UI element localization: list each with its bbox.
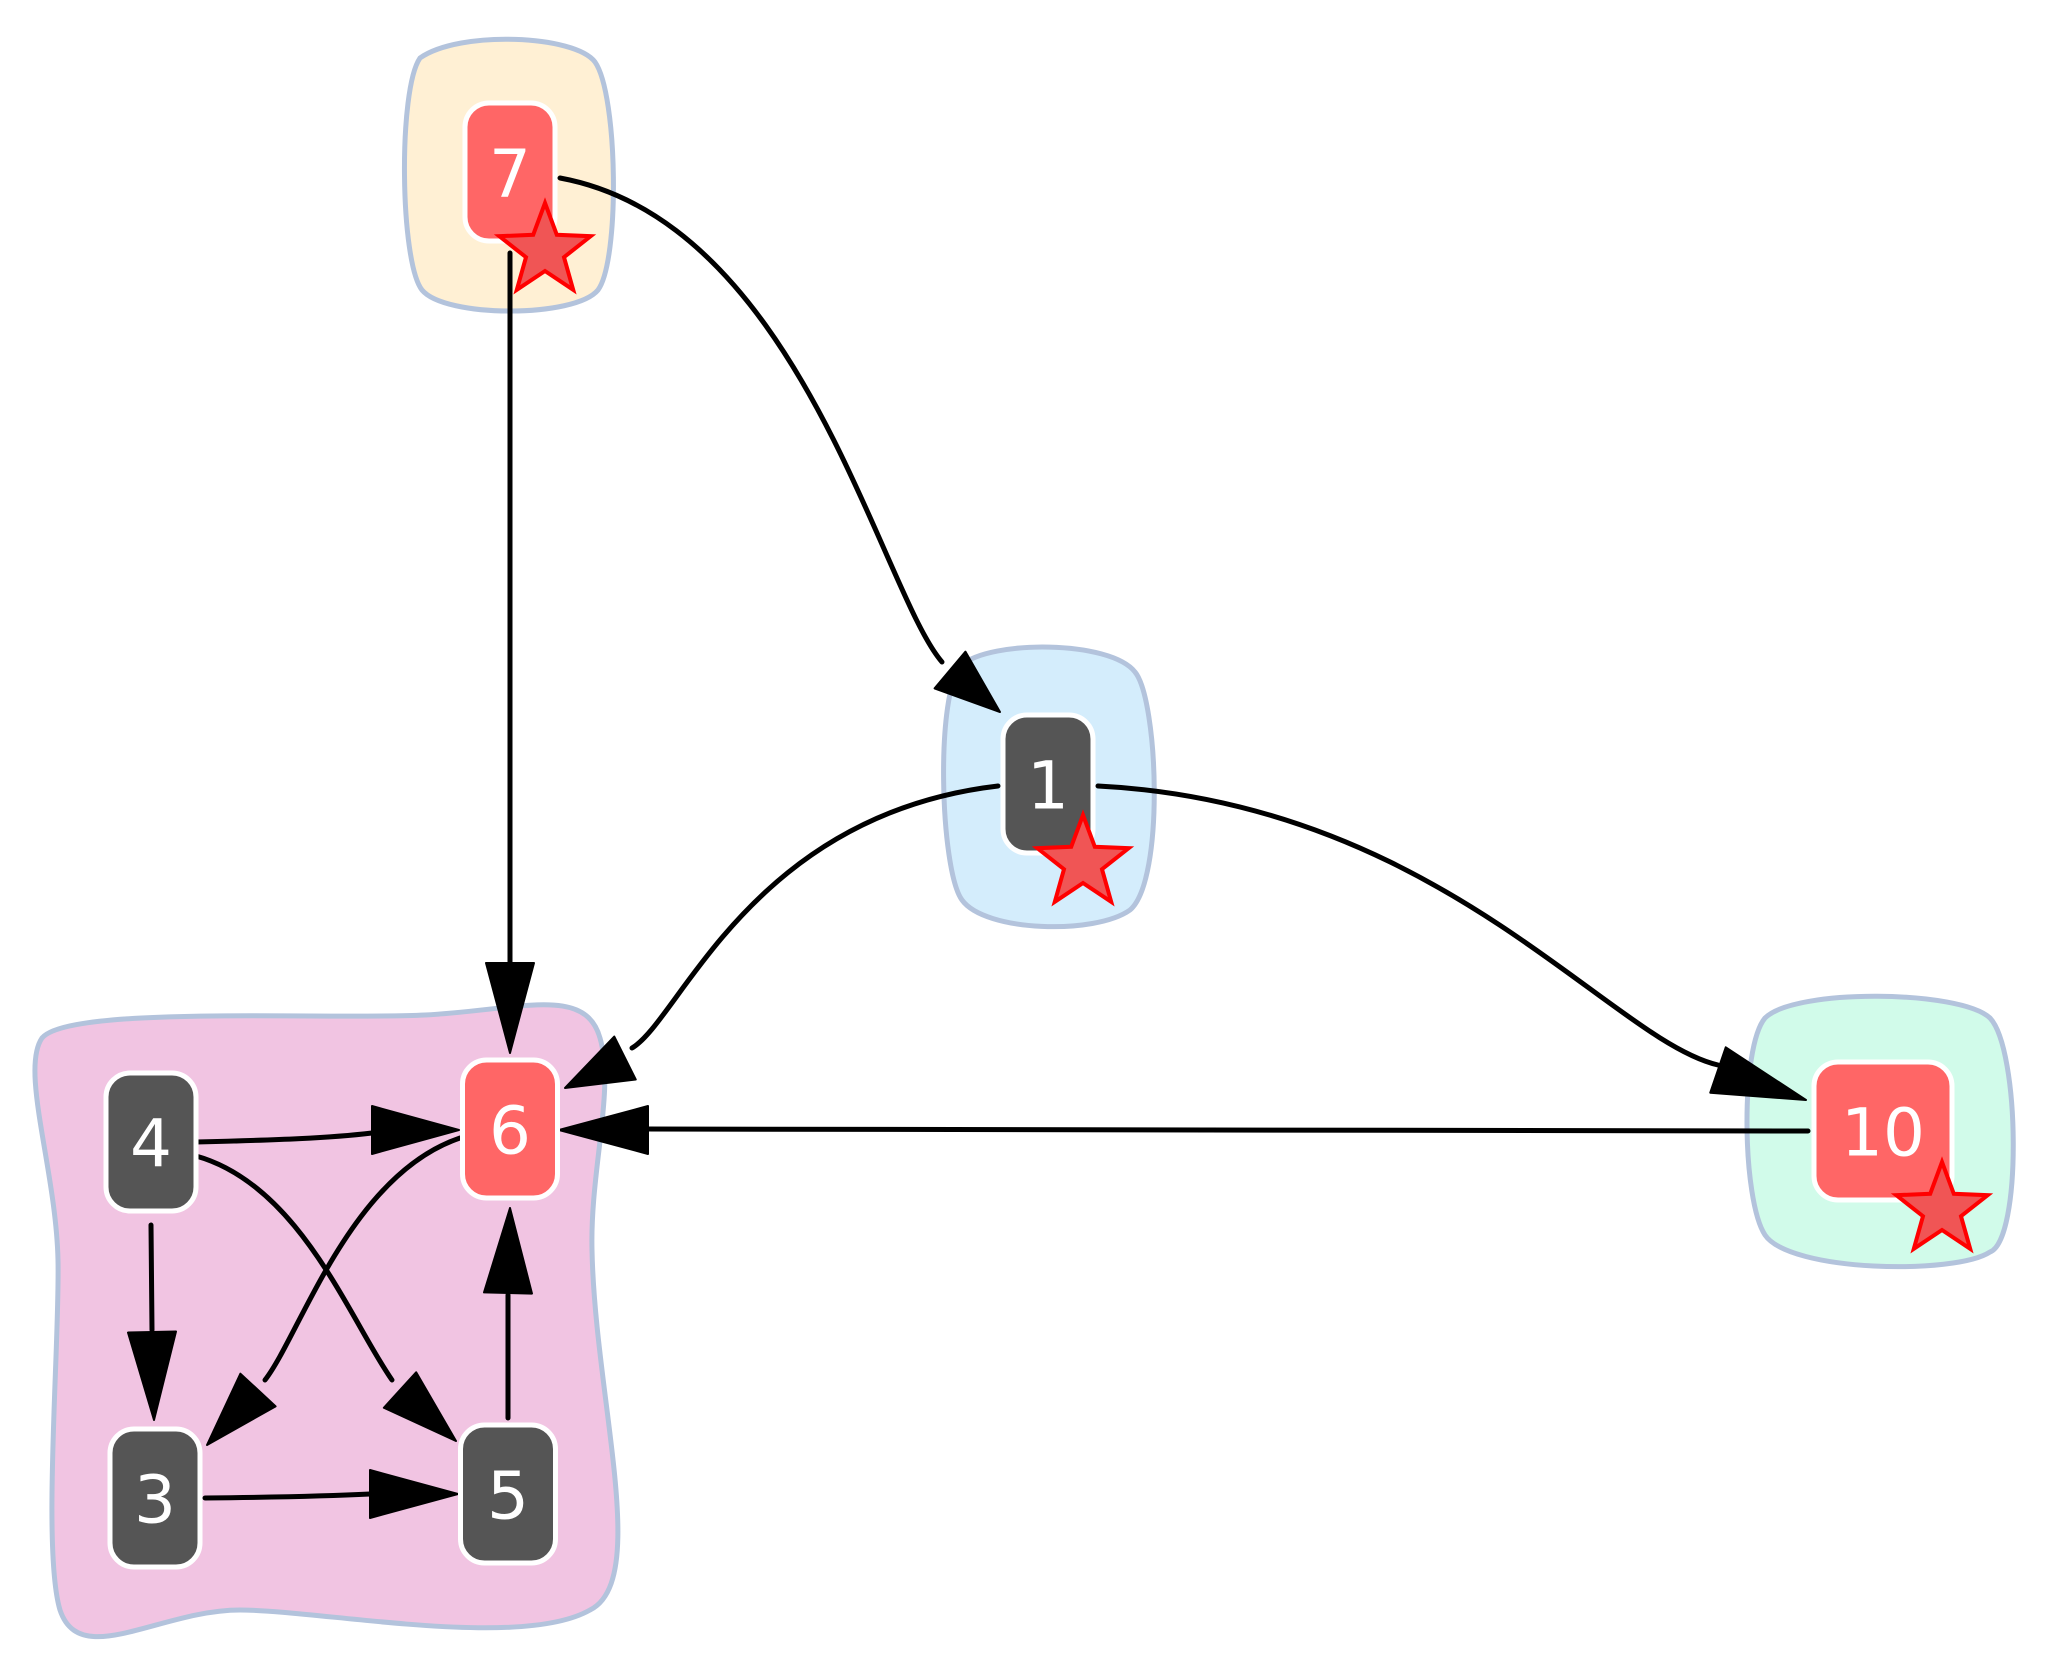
node-label: 4	[130, 1106, 172, 1183]
arrowhead-icon	[127, 1330, 177, 1421]
edge-line	[557, 175, 945, 665]
edge-5-6	[483, 1207, 533, 1421]
node-10[interactable]: 10	[1811, 1059, 1994, 1254]
arrowhead-icon	[206, 1372, 277, 1446]
edge-line	[262, 1135, 463, 1383]
edge-1-6	[564, 783, 1001, 1089]
star-icon	[1031, 809, 1135, 907]
node-4[interactable]: 4	[103, 1070, 199, 1214]
edge-1-10	[1095, 783, 1807, 1101]
edges-layer	[127, 175, 1811, 1519]
arrowhead-icon	[382, 1371, 457, 1442]
arrowhead-icon	[371, 1105, 460, 1155]
node-label: 3	[134, 1462, 176, 1539]
edge-3-5	[202, 1469, 459, 1519]
node-box	[1811, 1059, 1955, 1203]
edge-6-3	[206, 1135, 463, 1446]
node-label: 5	[487, 1458, 529, 1535]
node-1[interactable]: 1	[1000, 712, 1135, 907]
edge-4-3	[127, 1222, 177, 1421]
node-label: 1	[1027, 748, 1069, 825]
star-icon	[1890, 1156, 1994, 1254]
node-box	[458, 1422, 558, 1566]
edge-line	[629, 783, 1001, 1051]
arrowhead-icon	[933, 650, 1001, 713]
edge-4-6	[193, 1105, 460, 1155]
node-label: 10	[1841, 1095, 1925, 1172]
arrowhead-icon	[483, 1207, 533, 1295]
edge-line	[193, 1130, 375, 1145]
edge-7-6	[485, 250, 535, 1054]
node-7[interactable]: 7	[462, 100, 597, 295]
node-5[interactable]: 5	[458, 1422, 558, 1566]
edge-line	[202, 1491, 373, 1501]
edge-7-1	[557, 175, 1001, 713]
arrowhead-icon	[485, 962, 535, 1054]
edge-line	[148, 1222, 155, 1333]
node-box	[103, 1070, 199, 1214]
arrowhead-icon	[558, 1105, 649, 1155]
node-box	[107, 1426, 203, 1570]
edge-10-6	[558, 1105, 1811, 1155]
arrowhead-icon	[564, 1035, 637, 1089]
nodes-layer: 7 1 10 6 4 3 5	[103, 100, 1994, 1570]
edge-line	[1095, 783, 1721, 1068]
edge-line	[193, 1153, 395, 1383]
edge-line	[642, 1126, 1811, 1134]
node-label: 7	[489, 136, 531, 213]
node-6[interactable]: 6	[460, 1057, 560, 1201]
node-box	[460, 1057, 560, 1201]
arrowhead-icon	[1709, 1046, 1807, 1101]
arrowhead-icon	[369, 1469, 459, 1519]
node-label: 6	[489, 1093, 531, 1170]
star-icon	[493, 197, 597, 295]
edge-4-5	[193, 1153, 457, 1442]
node-3[interactable]: 3	[107, 1426, 203, 1570]
